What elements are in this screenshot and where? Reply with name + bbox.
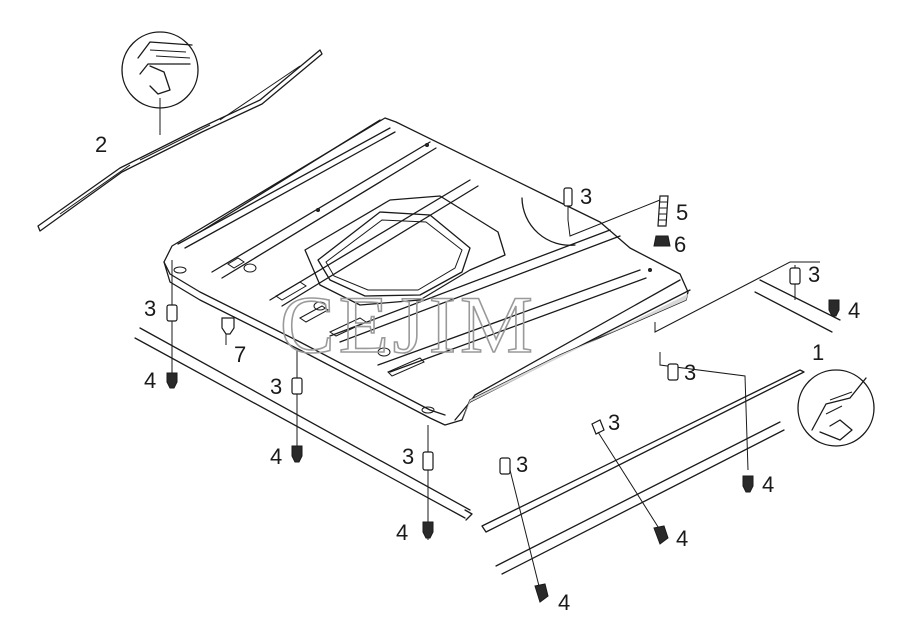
callout-4-bottom: 4 [558, 590, 570, 615]
callout-3-rear: 3 [580, 184, 592, 209]
right-rail-upper [654, 261, 841, 333]
callout-4-right-upper: 4 [848, 298, 860, 323]
callout-4-right-lower: 4 [676, 526, 688, 551]
roof-panel [163, 117, 691, 426]
callout-7: 7 [234, 342, 246, 367]
fastener-column-1 [166, 260, 178, 389]
callout-4-left: 4 [144, 368, 156, 393]
callout-3-right-lower: 3 [608, 410, 620, 435]
callout-6: 6 [674, 232, 686, 257]
callout-3-mid: 3 [270, 374, 282, 399]
callout-3-left: 3 [144, 296, 156, 321]
watermark-text: CEJIM [280, 279, 537, 370]
drip-rail-left [37, 49, 323, 232]
fastener-column-3 [422, 425, 434, 540]
callout-3-front: 3 [402, 444, 414, 469]
fastener-rear-center [563, 187, 671, 247]
callout-3-right-mid: 3 [684, 360, 696, 385]
callout-4-mid: 4 [270, 444, 282, 469]
callout-5: 5 [676, 200, 688, 225]
fastener-7 [221, 317, 235, 345]
callout-4-front: 4 [396, 520, 408, 545]
callout-1: 1 [812, 340, 824, 365]
callout-4-right-mid: 4 [762, 472, 774, 497]
detail-circle-clip-top [121, 31, 199, 135]
callout-3-bottom: 3 [516, 452, 528, 477]
drip-rail-right [481, 352, 805, 603]
fastener-column-2 [291, 350, 303, 463]
detail-circle-clip-right [797, 369, 875, 447]
callout-3-right-upper: 3 [808, 262, 820, 287]
drip-rail-lower-left [134, 327, 473, 521]
callout-2: 2 [95, 132, 107, 157]
